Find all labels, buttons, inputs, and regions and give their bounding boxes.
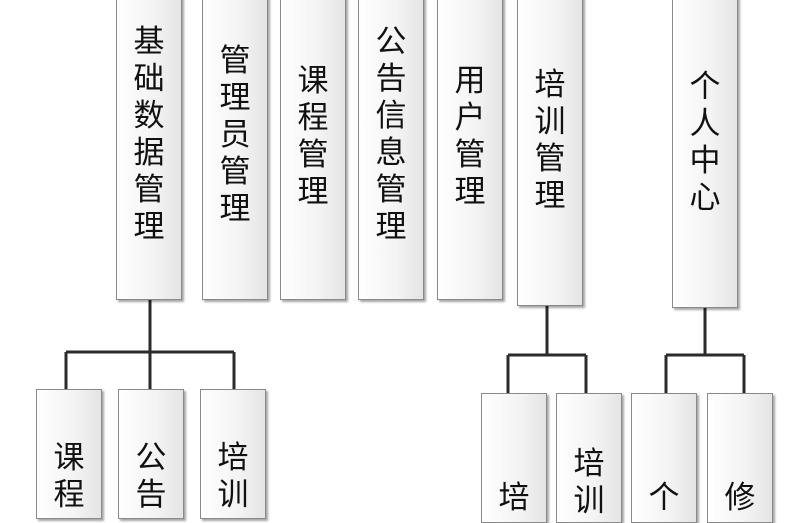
node-admin-management: 管 理 员 管 理 — [202, 0, 268, 300]
node-personal-sub-2: 修 — [707, 393, 773, 523]
node-basic-data-management: 基 础 数 据 管 理 — [116, 0, 182, 300]
node-training-sub-1: 培 — [481, 393, 547, 523]
node-course-management: 课 程 管 理 — [280, 0, 346, 300]
node-label: 课 程 — [53, 440, 85, 513]
node-label: 公 告 信 息 管 理 — [375, 24, 407, 245]
node-label: 培 训 管 理 — [534, 67, 566, 214]
node-label: 培 — [498, 480, 530, 516]
node-personal-sub-1: 个 — [631, 393, 697, 523]
node-label: 基 础 数 据 管 理 — [133, 24, 165, 245]
function-structure-diagram: 基 础 数 据 管 理 管 理 员 管 理 课 程 管 理 公 告 信 息 管 … — [36, 0, 773, 523]
node-notice-management: 公 告 信 息 管 理 — [358, 0, 424, 300]
node-label: 培 训 — [573, 446, 605, 519]
node-label: 管 理 员 管 理 — [219, 43, 251, 227]
node-training-management: 培 训 管 理 — [517, 0, 583, 306]
node-label: 个 人 中 心 — [689, 69, 721, 216]
node-label: 用 户 管 理 — [454, 63, 486, 210]
node-label: 个 — [648, 480, 680, 516]
node-notice: 公 告 — [118, 389, 184, 519]
node-course: 课 程 — [36, 389, 102, 519]
connector-lines — [64, 300, 746, 394]
node-user-management: 用 户 管 理 — [437, 0, 503, 300]
node-training-sub-2: 培 训 — [556, 393, 622, 523]
node-label: 课 程 管 理 — [297, 63, 329, 210]
node-label: 修 — [724, 480, 756, 516]
node-label: 培 训 — [217, 440, 249, 513]
node-label: 公 告 — [135, 440, 167, 513]
node-personal-center: 个 人 中 心 — [672, 0, 738, 308]
node-training: 培 训 — [200, 389, 266, 519]
